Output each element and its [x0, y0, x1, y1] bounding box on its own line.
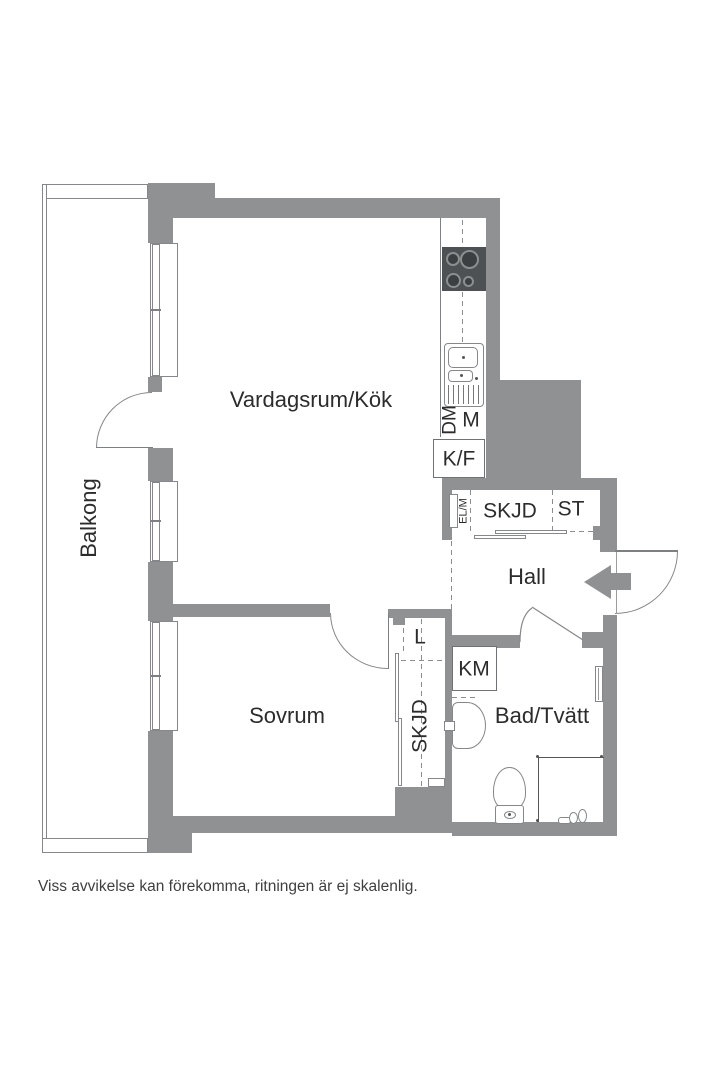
wall — [593, 526, 603, 540]
bedroom-door-leaf — [388, 613, 389, 669]
label-hall-skjd: SKJD — [483, 499, 537, 523]
wall — [148, 218, 173, 243]
wall — [582, 632, 603, 648]
label-kf: K/F — [442, 447, 476, 471]
closet-dash — [421, 619, 422, 786]
label-bed-skjd: SKJD — [408, 699, 432, 753]
label-km: KM — [458, 657, 490, 681]
label-elm: EL/M — [457, 498, 470, 524]
closet-divider-dash — [470, 490, 471, 532]
closet-divider-dash — [552, 531, 598, 532]
wall — [148, 198, 500, 218]
balcony-door-arc — [96, 392, 152, 448]
shower-line-v — [538, 757, 539, 822]
kitchen-counter-dashline — [462, 220, 463, 405]
wall — [173, 816, 395, 833]
label-balcony: Balkong — [76, 478, 101, 558]
sliding-door-track-end — [428, 778, 445, 787]
bath-sink-icon — [452, 702, 486, 749]
sliding-door-track — [395, 653, 399, 722]
wall — [148, 562, 173, 621]
wall — [148, 731, 173, 816]
wall — [148, 377, 162, 392]
label-living-room: Vardagsrum/Kök — [229, 387, 393, 412]
sliding-door-track — [398, 718, 402, 786]
closet-divider-dash — [552, 490, 553, 532]
entry-arrow-tail — [611, 573, 631, 590]
wall — [442, 478, 617, 490]
washing-machine-box — [452, 646, 497, 691]
balcony-rail-left — [42, 184, 47, 853]
wall — [445, 635, 520, 648]
floor-drain-icon — [556, 808, 588, 826]
wall — [173, 604, 330, 617]
entry-arrow-icon — [584, 565, 611, 599]
wall — [445, 611, 452, 787]
wall — [603, 615, 617, 836]
label-hall: Hall — [508, 564, 546, 589]
label-st: ST — [557, 497, 585, 521]
toilet-icon — [493, 767, 526, 810]
wall — [388, 609, 452, 618]
stove-icon — [442, 247, 486, 291]
wall — [452, 822, 617, 836]
bedroom-door-arc — [330, 613, 388, 669]
radiator-line — [598, 668, 599, 700]
label-bath: Bad/Tvätt — [494, 703, 590, 728]
room-boundary-dash — [451, 541, 452, 634]
window-transom — [151, 675, 161, 677]
closet-dash — [401, 660, 445, 661]
balcony-door-leaf — [96, 447, 153, 448]
window-transom — [151, 520, 161, 522]
fridge-freezer-box — [433, 439, 485, 478]
wall — [486, 218, 500, 380]
label-m: M — [462, 408, 480, 432]
label-bedroom: Sovrum — [249, 703, 325, 728]
wall — [486, 380, 581, 480]
window-transom — [151, 309, 161, 311]
label-dm: DM — [439, 405, 461, 435]
radiator-shaft — [595, 666, 603, 702]
wall — [395, 787, 452, 833]
kitchen-sink-icon — [444, 343, 484, 407]
bath-sink-tap — [444, 721, 455, 731]
closet-dash — [403, 619, 404, 655]
wall — [148, 448, 173, 481]
wall — [148, 183, 215, 198]
sliding-door-track — [495, 530, 567, 534]
entry-door-leaf — [615, 550, 678, 552]
electrical-cabinet — [449, 494, 458, 528]
balcony-rail-top — [42, 184, 148, 199]
disclaimer-text: Viss avvikelse kan förekomma, ritningen … — [38, 878, 418, 895]
wall — [442, 478, 452, 540]
kitchen-counter-edge — [440, 218, 441, 437]
sliding-door-track — [474, 535, 526, 539]
wall — [393, 609, 405, 625]
shower-line-h — [538, 757, 604, 758]
label-l: L — [414, 625, 426, 649]
km-dash — [452, 697, 478, 698]
balcony-rail-bottom — [42, 838, 148, 853]
wall — [600, 478, 617, 552]
